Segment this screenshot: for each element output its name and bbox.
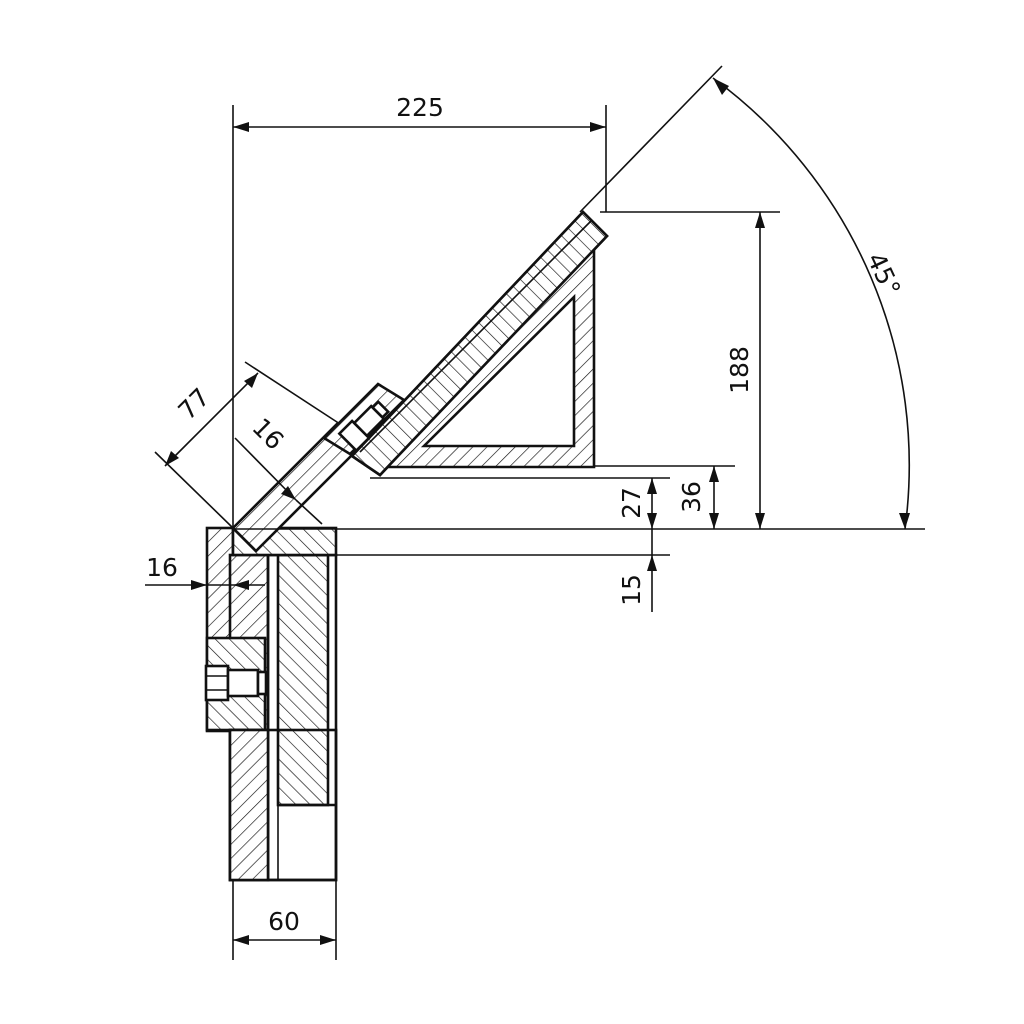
dim-45-degrees: 45° — [861, 248, 906, 300]
dim-27: 27 — [617, 487, 646, 519]
arm-bolt — [337, 399, 391, 453]
dimension-lines — [145, 65, 925, 960]
dim-16-arm: 16 — [247, 412, 290, 455]
base-assembly — [204, 526, 338, 882]
dim-188: 188 — [725, 346, 754, 394]
dim-60: 60 — [268, 907, 300, 936]
triangle-opening — [420, 293, 576, 448]
dim-16-wall: 16 — [146, 553, 178, 582]
dim-225: 225 — [396, 93, 444, 122]
inclined-arm — [231, 210, 609, 553]
base-bolt — [204, 664, 268, 702]
dim-15: 15 — [617, 574, 646, 606]
dim-77: 77 — [172, 382, 215, 425]
dim-36: 36 — [677, 481, 706, 513]
right-column — [276, 553, 330, 807]
